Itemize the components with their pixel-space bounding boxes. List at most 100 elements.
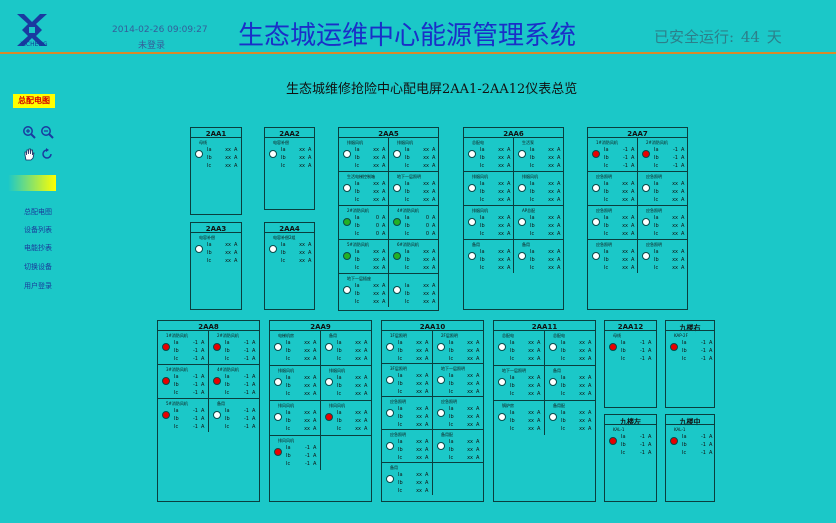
breaker-status-indicator[interactable] — [162, 377, 170, 385]
nav-device-list[interactable]: 设备列表 — [24, 226, 52, 234]
breaker-status-indicator[interactable] — [670, 437, 678, 445]
breaker-status-indicator[interactable] — [609, 437, 617, 445]
breaker-status-indicator[interactable] — [386, 409, 394, 417]
sidebar-active-item[interactable]: 总配电图 — [13, 94, 55, 108]
breaker-status-indicator[interactable] — [518, 252, 526, 260]
breaker-status-indicator[interactable] — [642, 184, 650, 192]
breaker-status-indicator[interactable] — [518, 150, 526, 158]
nav-user-login[interactable]: 用户登录 — [24, 282, 52, 290]
breaker-status-indicator[interactable] — [592, 252, 600, 260]
breaker-status-indicator[interactable] — [437, 409, 445, 417]
breaker-status-indicator[interactable] — [213, 411, 221, 419]
zoom-in-icon[interactable] — [22, 125, 36, 139]
breaker-status-indicator[interactable] — [274, 448, 282, 456]
breaker-status-indicator[interactable] — [498, 413, 506, 421]
breaker-status-indicator[interactable] — [269, 150, 277, 158]
breaker-status-indicator[interactable] — [393, 286, 401, 294]
breaker-status-indicator[interactable] — [213, 343, 221, 351]
breaker-status-indicator[interactable] — [393, 252, 401, 260]
breaker-status-indicator[interactable] — [609, 343, 617, 351]
breaker-status-indicator[interactable] — [642, 252, 650, 260]
breaker-status-indicator[interactable] — [468, 184, 476, 192]
breaker-status-indicator[interactable] — [437, 376, 445, 384]
breaker-status-indicator[interactable] — [549, 343, 557, 351]
breaker-status-indicator[interactable] — [325, 378, 333, 386]
breaker-status-indicator[interactable] — [274, 343, 282, 351]
pan-hand-icon[interactable] — [22, 147, 36, 161]
breaker-status-indicator[interactable] — [162, 411, 170, 419]
breaker-status-indicator[interactable] — [642, 218, 650, 226]
breaker-status-indicator[interactable] — [386, 376, 394, 384]
nav-main-diagram[interactable]: 总配电图 — [24, 208, 52, 216]
breaker-status-indicator[interactable] — [343, 252, 351, 260]
breaker-status-indicator[interactable] — [549, 413, 557, 421]
breaker-status-indicator[interactable] — [195, 245, 203, 253]
breaker-status-indicator[interactable] — [498, 378, 506, 386]
breaker-status-indicator[interactable] — [213, 377, 221, 385]
breaker-status-indicator[interactable] — [592, 184, 600, 192]
breaker-status-indicator[interactable] — [549, 378, 557, 386]
breaker-status-indicator[interactable] — [274, 378, 282, 386]
breaker-status-indicator[interactable] — [343, 286, 351, 294]
breaker-status-indicator[interactable] — [386, 343, 394, 351]
breaker-status-indicator[interactable] — [468, 150, 476, 158]
breaker-status-indicator[interactable] — [195, 150, 203, 158]
nav-meter-reading[interactable]: 电能抄表 — [24, 244, 52, 252]
breaker-status-indicator[interactable] — [642, 150, 650, 158]
breaker-status-indicator[interactable] — [670, 343, 678, 351]
breaker-status-indicator[interactable] — [468, 252, 476, 260]
breaker-status-indicator[interactable] — [269, 245, 277, 253]
breaker-status-indicator[interactable] — [274, 413, 282, 421]
breaker-status-indicator[interactable] — [393, 150, 401, 158]
breaker-status-indicator[interactable] — [518, 184, 526, 192]
breaker-status-indicator[interactable] — [386, 475, 394, 483]
breaker-status-indicator[interactable] — [498, 343, 506, 351]
breaker-status-indicator[interactable] — [343, 184, 351, 192]
login-status[interactable]: 未登录 — [138, 41, 166, 51]
breaker-status-indicator[interactable] — [437, 343, 445, 351]
breaker-status-indicator[interactable] — [393, 218, 401, 226]
breaker-status-indicator[interactable] — [592, 218, 600, 226]
